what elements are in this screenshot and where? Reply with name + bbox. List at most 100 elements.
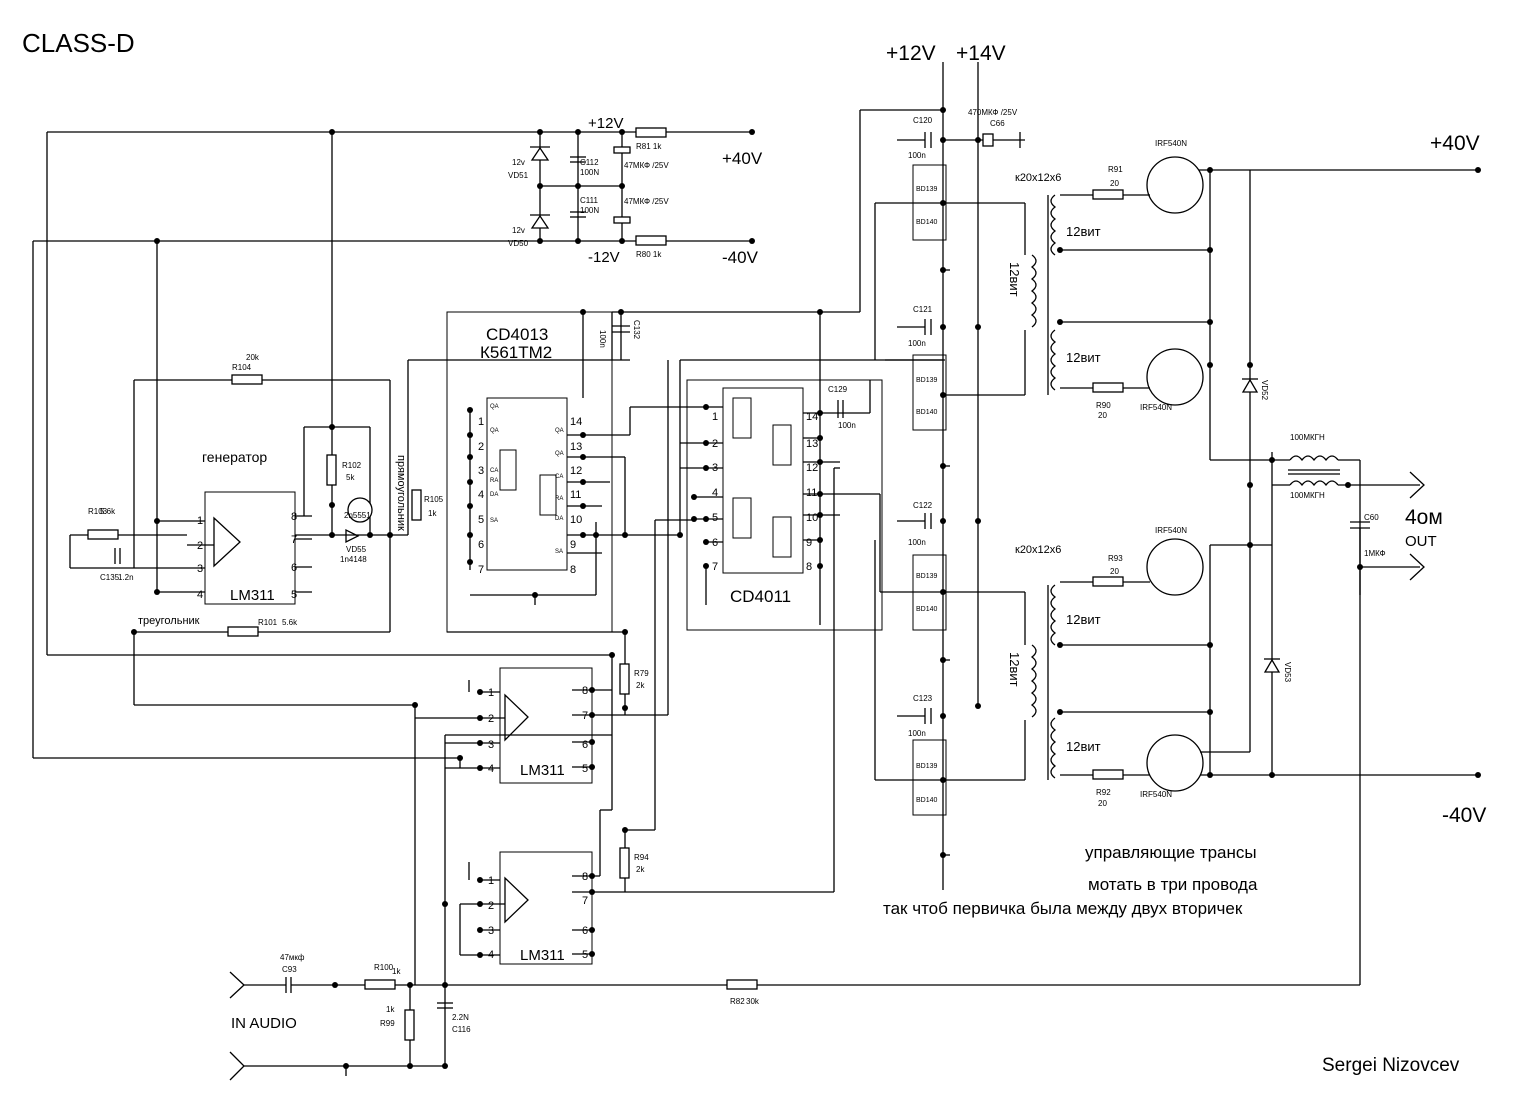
- svg-text:20k: 20k: [246, 353, 260, 362]
- resistor-r103: [87, 529, 119, 540]
- svg-text:2k: 2k: [636, 865, 645, 874]
- svg-text:3: 3: [197, 563, 203, 575]
- transistor-2n5551-icon: [347, 497, 373, 523]
- resistor-r82: [726, 979, 758, 990]
- svg-text:20: 20: [1110, 179, 1119, 188]
- svg-text:1k: 1k: [386, 1005, 395, 1014]
- label-c112-value: 100N: [580, 168, 599, 177]
- svg-text:R94: R94: [634, 853, 649, 862]
- svg-text:4: 4: [488, 763, 494, 775]
- gate-transformers: к20х12х6 к20х12х6 12вит 12вит 12вит 12ви…: [1007, 172, 1101, 780]
- svg-text:BD140: BD140: [916, 409, 938, 416]
- audio-input-section: IN AUDIO 47мкф C93 R100 1k 1k R99 2.2N C…: [229, 485, 1361, 1081]
- svg-text:13: 13: [806, 438, 818, 450]
- svg-text:C132: C132: [632, 320, 641, 340]
- label-in-audio: IN AUDIO: [231, 1015, 297, 1032]
- svg-text:2: 2: [197, 540, 203, 552]
- svg-text:2k: 2k: [636, 681, 645, 690]
- svg-text:C122: C122: [913, 501, 933, 510]
- label-plus40-supply: +40V: [722, 149, 763, 168]
- svg-text:100n: 100n: [908, 538, 926, 547]
- svg-text:BD140: BD140: [916, 606, 938, 613]
- svg-text:7: 7: [582, 710, 588, 722]
- svg-text:QA: QA: [555, 428, 564, 434]
- resistor-r105: [411, 489, 422, 521]
- svg-text:4: 4: [712, 487, 718, 499]
- rail-label-minus40-right: -40V: [1442, 804, 1486, 827]
- svg-text:20: 20: [1098, 411, 1107, 420]
- svg-text:IRF540N: IRF540N: [1140, 790, 1172, 799]
- note-line-2: мотать в три провода: [1088, 875, 1258, 894]
- zener-vd51-icon: [530, 146, 550, 161]
- svg-text:1k: 1k: [392, 967, 401, 976]
- svg-text:8: 8: [291, 511, 297, 523]
- svg-text:14: 14: [570, 416, 582, 428]
- svg-text:9: 9: [570, 539, 576, 551]
- label-r80: R80 1k: [636, 250, 662, 259]
- resistor-r101: [227, 626, 259, 637]
- svg-text:100n: 100n: [838, 421, 856, 430]
- author-signature: Sergei Nizovcev: [1322, 1055, 1460, 1076]
- svg-text:2n5551: 2n5551: [344, 511, 371, 520]
- svg-text:100n: 100n: [908, 339, 926, 348]
- svg-text:R101: R101: [258, 618, 278, 627]
- svg-text:4: 4: [488, 949, 494, 961]
- svg-text:12вит: 12вит: [1066, 224, 1101, 239]
- note-line-3: так чтоб первичка была между двух вторич…: [883, 899, 1243, 918]
- label-cd4011: CD4011: [730, 587, 791, 606]
- resistor-r92: [1092, 769, 1124, 780]
- winding-note: управляющие трансы мотать в три провода …: [883, 843, 1258, 918]
- svg-text:C116: C116: [452, 1025, 471, 1034]
- svg-text:6: 6: [478, 539, 484, 551]
- svg-text:R103: R103: [88, 507, 108, 516]
- lm311-comparator-3: 1 2 3 4 8 7 6 5 LM311 R94 2k: [442, 467, 840, 965]
- rail-label-plus14-top: +14V: [956, 42, 1006, 65]
- cd4011-section: 1 2 3 4 5 6 7 14 13 12 11 10 9 8 CD4011 …: [677, 309, 945, 631]
- svg-text:7: 7: [582, 895, 588, 907]
- svg-text:12вит: 12вит: [1066, 739, 1101, 754]
- svg-text:R93: R93: [1108, 554, 1123, 563]
- svg-text:1: 1: [488, 687, 494, 699]
- svg-text:RA: RA: [490, 478, 498, 484]
- transformer-2-primary-icon: [1030, 644, 1037, 718]
- svg-text:CA: CA: [555, 474, 563, 480]
- inductor-l2-icon: [1289, 480, 1339, 487]
- svg-text:BD140: BD140: [916, 219, 938, 226]
- svg-text:2: 2: [478, 441, 484, 453]
- svg-text:BD139: BD139: [916, 573, 938, 580]
- generator-section: генератор 1 2 3 4 8 7 6 5 LM311: [69, 132, 612, 705]
- svg-text:R79: R79: [634, 669, 649, 678]
- label-vd51: VD51: [508, 171, 529, 180]
- svg-text:к20х12х6: к20х12х6: [1015, 172, 1061, 184]
- svg-text:QA: QA: [555, 451, 564, 457]
- svg-text:IRF540N: IRF540N: [1155, 139, 1187, 148]
- svg-text:20: 20: [1110, 567, 1119, 576]
- label-generator: генератор: [202, 449, 267, 465]
- label-lm311-comparator-3: LM311: [520, 947, 565, 964]
- rail-label-plus12-top: +12V: [886, 42, 936, 65]
- svg-text:C66: C66: [990, 119, 1005, 128]
- resistor-r91: [1092, 189, 1124, 200]
- label-c112: C112: [580, 158, 599, 167]
- svg-text:7: 7: [478, 564, 484, 576]
- svg-text:R100: R100: [374, 963, 394, 972]
- svg-text:R105: R105: [424, 495, 444, 504]
- svg-text:1: 1: [478, 416, 484, 428]
- label-c111-value: 100N: [580, 206, 599, 215]
- svg-text:1МКФ: 1МКФ: [1364, 549, 1386, 558]
- svg-text:1: 1: [197, 515, 203, 527]
- svg-text:QA: QA: [490, 404, 499, 410]
- capacitor-c66: [982, 133, 994, 147]
- svg-text:C93: C93: [282, 965, 297, 974]
- label-k561tm2: К561ТМ2: [480, 343, 552, 362]
- svg-text:10: 10: [806, 512, 818, 524]
- resistor-r100: [364, 979, 396, 990]
- label-zener-12v-b: 12v: [512, 226, 525, 235]
- svg-text:8: 8: [582, 685, 588, 697]
- svg-text:100n: 100n: [908, 729, 926, 738]
- svg-text:R102: R102: [342, 461, 362, 470]
- svg-text:12вит: 12вит: [1066, 612, 1101, 627]
- svg-text:5: 5: [712, 512, 718, 524]
- resistor-r104: [231, 374, 263, 385]
- svg-text:11: 11: [570, 489, 581, 501]
